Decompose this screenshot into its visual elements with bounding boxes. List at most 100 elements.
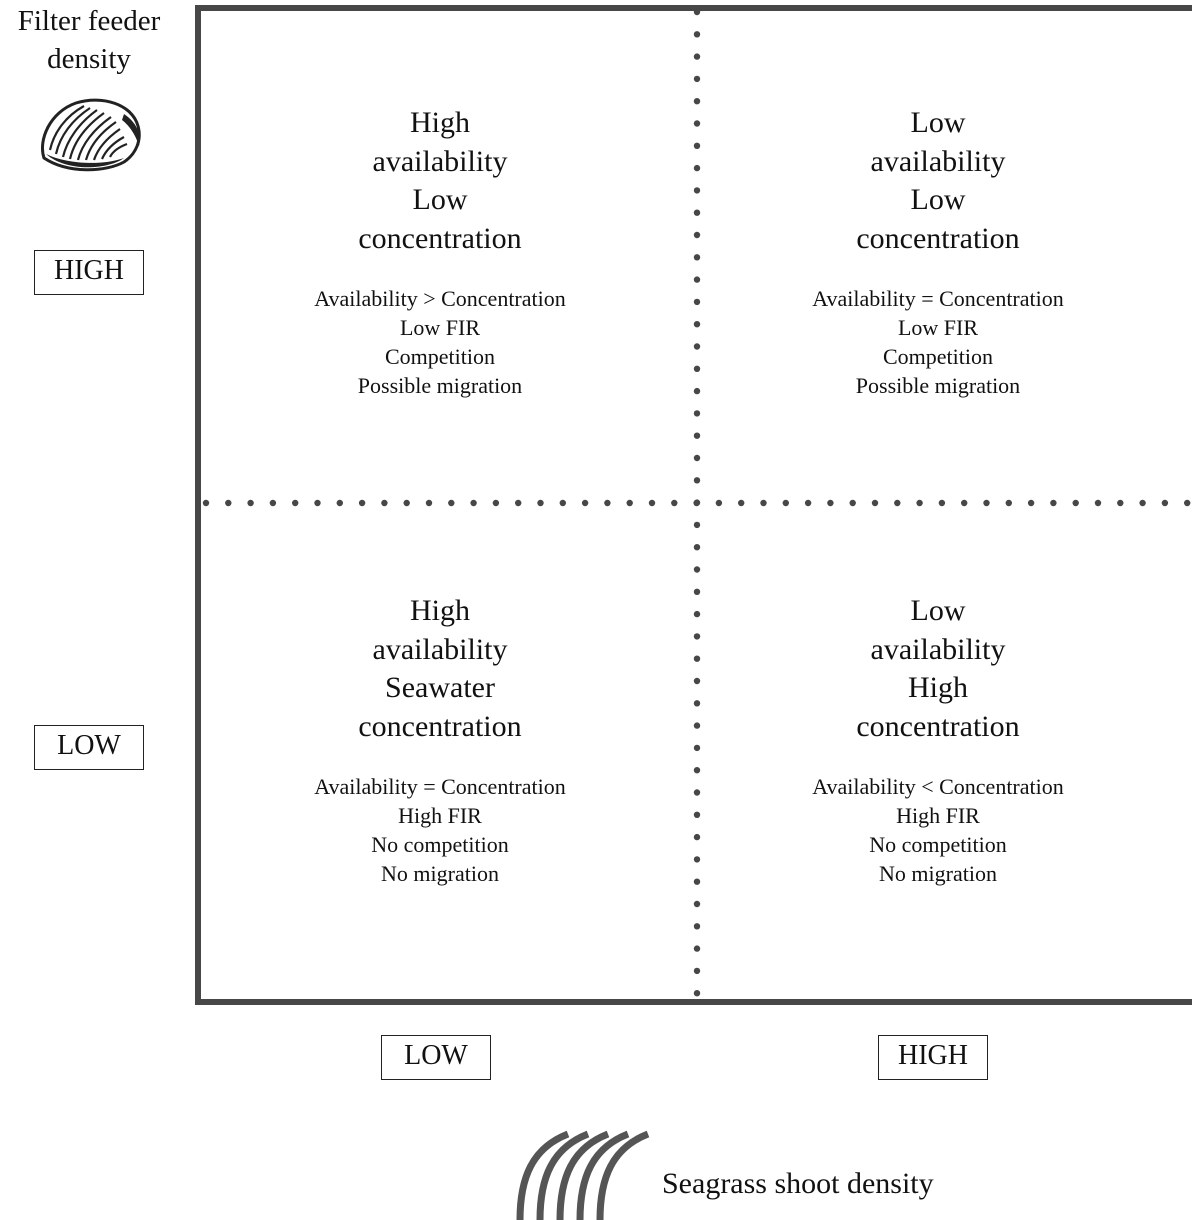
y-axis-low-label: LOW — [34, 725, 144, 770]
heading-line: Seawater — [385, 671, 495, 704]
shell-icon — [41, 98, 141, 172]
divider-dot — [648, 499, 656, 507]
divider-dot — [961, 499, 968, 507]
divider-dot — [604, 499, 611, 507]
divider-dot — [693, 120, 701, 127]
divider-dot — [1094, 499, 1102, 507]
divider-dot — [693, 365, 701, 372]
heading-line: availability — [870, 632, 1006, 666]
divider-dot — [693, 521, 701, 529]
divider-dot — [693, 990, 701, 997]
divider-dot — [693, 767, 701, 774]
divider-dot — [760, 499, 767, 507]
divider-dot — [894, 499, 901, 507]
divider-dot — [358, 499, 366, 507]
divider-dot — [693, 633, 701, 640]
x-axis-low-label: LOW — [381, 1035, 491, 1080]
divider-dot — [693, 410, 701, 417]
quadrant-details: Availability = Concentration High FIR No… — [240, 772, 640, 888]
vertical-dotted-divider — [693, 8, 701, 997]
divider-dot — [515, 499, 522, 507]
divider-dot — [693, 923, 701, 930]
divider-dot — [693, 454, 701, 462]
divider-dot — [693, 900, 701, 908]
y-axis-title: Filter feeder density — [0, 2, 178, 78]
heading-line: Low — [412, 183, 468, 216]
quadrant-heading: Low availability High concentration — [738, 592, 1138, 746]
divider-dot — [671, 499, 678, 507]
divider-dot — [693, 588, 701, 595]
divider-dot — [849, 499, 856, 507]
quadrant-top-right: Low availability Low concentration Avail… — [738, 104, 1138, 400]
divider-dot — [626, 499, 633, 507]
divider-dot — [693, 477, 701, 484]
quadrant-details: Availability > Concentration Low FIR Com… — [240, 284, 640, 400]
quadrant-bottom-left: High availability Seawater concentration… — [240, 592, 640, 888]
divider-dot — [693, 75, 701, 83]
detail-line: Possible migration — [357, 373, 523, 398]
quadrant-top-left: High availability Low concentration Avai… — [240, 104, 640, 400]
heading-line: Low — [910, 106, 966, 139]
divider-dot — [1117, 499, 1124, 507]
divider-dot — [1161, 499, 1169, 507]
quadrant-heading: High availability Seawater concentration — [240, 592, 640, 746]
y-axis-title-line-1: Filter feeder — [17, 5, 161, 37]
divider-dot — [693, 142, 701, 149]
heading-line: concentration — [358, 221, 522, 255]
quadrant-details: Availability = Concentration Low FIR Com… — [738, 284, 1138, 400]
detail-line: High FIR — [398, 803, 482, 828]
divider-dot — [403, 499, 410, 507]
divider-dot — [693, 945, 701, 952]
divider-dot — [492, 499, 500, 507]
quadrant-frame — [195, 5, 1192, 1005]
divider-dot — [693, 387, 701, 395]
heading-line: availability — [372, 632, 508, 666]
detail-line: Low FIR — [399, 315, 481, 340]
heading-line: High — [908, 671, 968, 704]
divider-dot — [693, 98, 701, 105]
detail-line: No migration — [879, 861, 997, 886]
divider-dot — [693, 343, 701, 350]
divider-dot — [693, 566, 701, 573]
divider-dot — [693, 298, 701, 306]
divider-dot — [693, 31, 701, 38]
heading-line: concentration — [856, 221, 1020, 255]
detail-line: Availability = Concentration — [812, 286, 1064, 311]
heading-line: availability — [372, 144, 508, 178]
heading-line: Low — [910, 594, 966, 627]
divider-dot — [693, 967, 701, 975]
divider-dot — [559, 499, 566, 507]
divider-dot — [693, 254, 701, 261]
divider-dot — [1050, 499, 1057, 507]
divider-dot — [693, 231, 701, 239]
y-axis-title-line-2: density — [47, 43, 131, 75]
divider-dot — [693, 789, 701, 796]
divider-dot — [693, 722, 701, 729]
seagrass-icon — [516, 1130, 650, 1220]
x-axis-title: Seagrass shoot density — [662, 1167, 934, 1200]
divider-dot — [693, 432, 701, 439]
x-axis-high-label: HIGH — [878, 1035, 988, 1080]
divider-dot — [202, 499, 210, 507]
divider-dot — [693, 164, 701, 172]
divider-dot — [448, 499, 455, 507]
detail-line: No competition — [371, 832, 509, 857]
divider-dot — [537, 499, 544, 507]
divider-dot — [871, 499, 879, 507]
divider-dot — [693, 744, 701, 752]
divider-dot — [693, 276, 701, 283]
divider-dot — [1184, 499, 1191, 507]
divider-dot — [693, 811, 701, 818]
quadrant-heading: High availability Low concentration — [240, 104, 640, 258]
heading-line: High — [410, 594, 470, 627]
quadrant-bottom-right: Low availability High concentration Avai… — [738, 592, 1138, 888]
detail-line: Competition — [385, 344, 495, 369]
divider-dot — [693, 209, 701, 216]
divider-dot — [314, 499, 321, 507]
quadrant-heading: Low availability Low concentration — [738, 104, 1138, 258]
detail-line: Possible migration — [855, 373, 1021, 398]
divider-dot — [693, 856, 701, 863]
divider-dot — [225, 499, 232, 507]
divider-dot — [693, 499, 701, 506]
detail-line: High FIR — [896, 803, 980, 828]
